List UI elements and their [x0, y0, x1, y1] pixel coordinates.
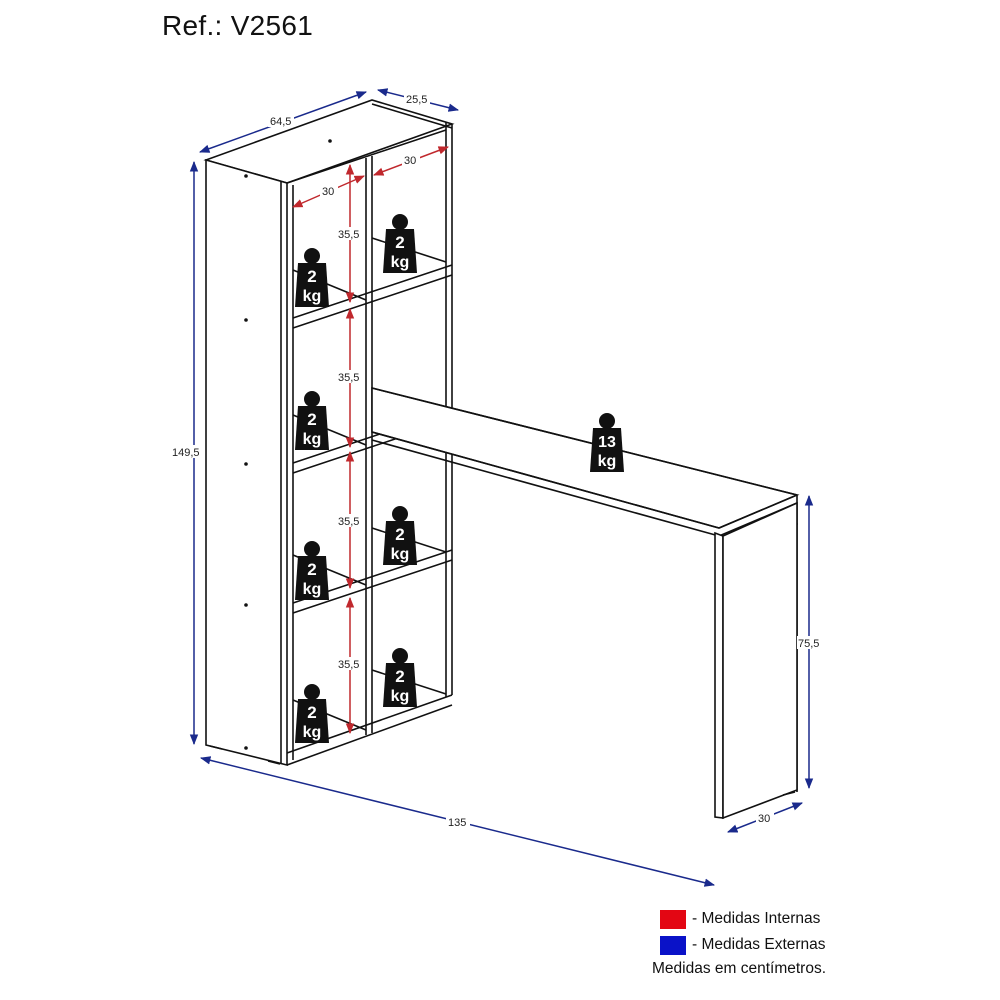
svg-text:kg: kg	[598, 453, 617, 470]
svg-text:kg: kg	[303, 581, 322, 598]
dim-top-depth-label: 25,5	[406, 94, 427, 106]
dim-niche-height-4-label: 35,5	[338, 659, 359, 671]
weight-icon-shelf-2-left: 2 kg	[295, 391, 329, 450]
weight-icon-shelf-4-right: 2 kg	[383, 648, 417, 707]
product-reference-title: Ref.: V2561	[162, 10, 314, 41]
external-swatch	[660, 935, 686, 955]
svg-text:2: 2	[307, 267, 316, 286]
svg-text:kg: kg	[303, 288, 322, 305]
svg-text:2: 2	[307, 703, 316, 722]
weight-icon-shelf-1-left: 2 kg	[295, 248, 329, 307]
svg-text:13: 13	[598, 434, 616, 451]
legend-external: - Medidas Externas	[660, 932, 826, 958]
dim-total-height-label: 149,5	[172, 447, 200, 459]
weight-icon-shelf-1-right: 2 kg	[383, 214, 417, 273]
legend: - Medidas Internas - Medidas Externas Me…	[652, 906, 826, 978]
weight-icon-desk-top: 13 kg	[590, 413, 624, 472]
dim-niche-width-left-label: 30	[322, 186, 334, 198]
svg-text:kg: kg	[303, 724, 322, 741]
dimension-labels: 64,5 25,5 149,5 135 75,5 30 30 30 35,5 3…	[172, 92, 823, 829]
svg-text:2: 2	[395, 667, 404, 686]
desk	[371, 386, 800, 820]
legend-internal-label: - Medidas Internas	[692, 910, 821, 927]
svg-text:2: 2	[395, 233, 404, 252]
svg-text:2: 2	[307, 560, 316, 579]
dim-top-width-label: 64,5	[270, 116, 291, 128]
dim-niche-height-3-label: 35,5	[338, 516, 359, 528]
dim-niche-height-2-label: 35,5	[338, 372, 359, 384]
svg-text:2: 2	[307, 410, 316, 429]
weight-icon-shelf-3-left: 2 kg	[295, 541, 329, 600]
dim-desk-depth-label: 30	[758, 813, 770, 825]
svg-text:kg: kg	[391, 688, 410, 705]
units-note: Medidas em centímetros.	[652, 960, 827, 977]
dim-niche-width-right-label: 30	[404, 155, 416, 167]
dim-desk-height-label: 75,5	[798, 638, 819, 650]
legend-internal: - Medidas Internas	[660, 906, 826, 932]
svg-text:2: 2	[395, 525, 404, 544]
internal-swatch	[660, 909, 686, 929]
weight-icon-shelf-4-left: 2 kg	[295, 684, 329, 743]
svg-text:kg: kg	[391, 254, 410, 271]
weight-icon-shelf-3-right: 2 kg	[383, 506, 417, 565]
svg-text:kg: kg	[303, 431, 322, 448]
svg-text:kg: kg	[391, 546, 410, 563]
dim-niche-height-1-label: 35,5	[338, 229, 359, 241]
dim-total-width-label: 135	[448, 817, 466, 829]
legend-external-label: - Medidas Externas	[692, 936, 826, 953]
